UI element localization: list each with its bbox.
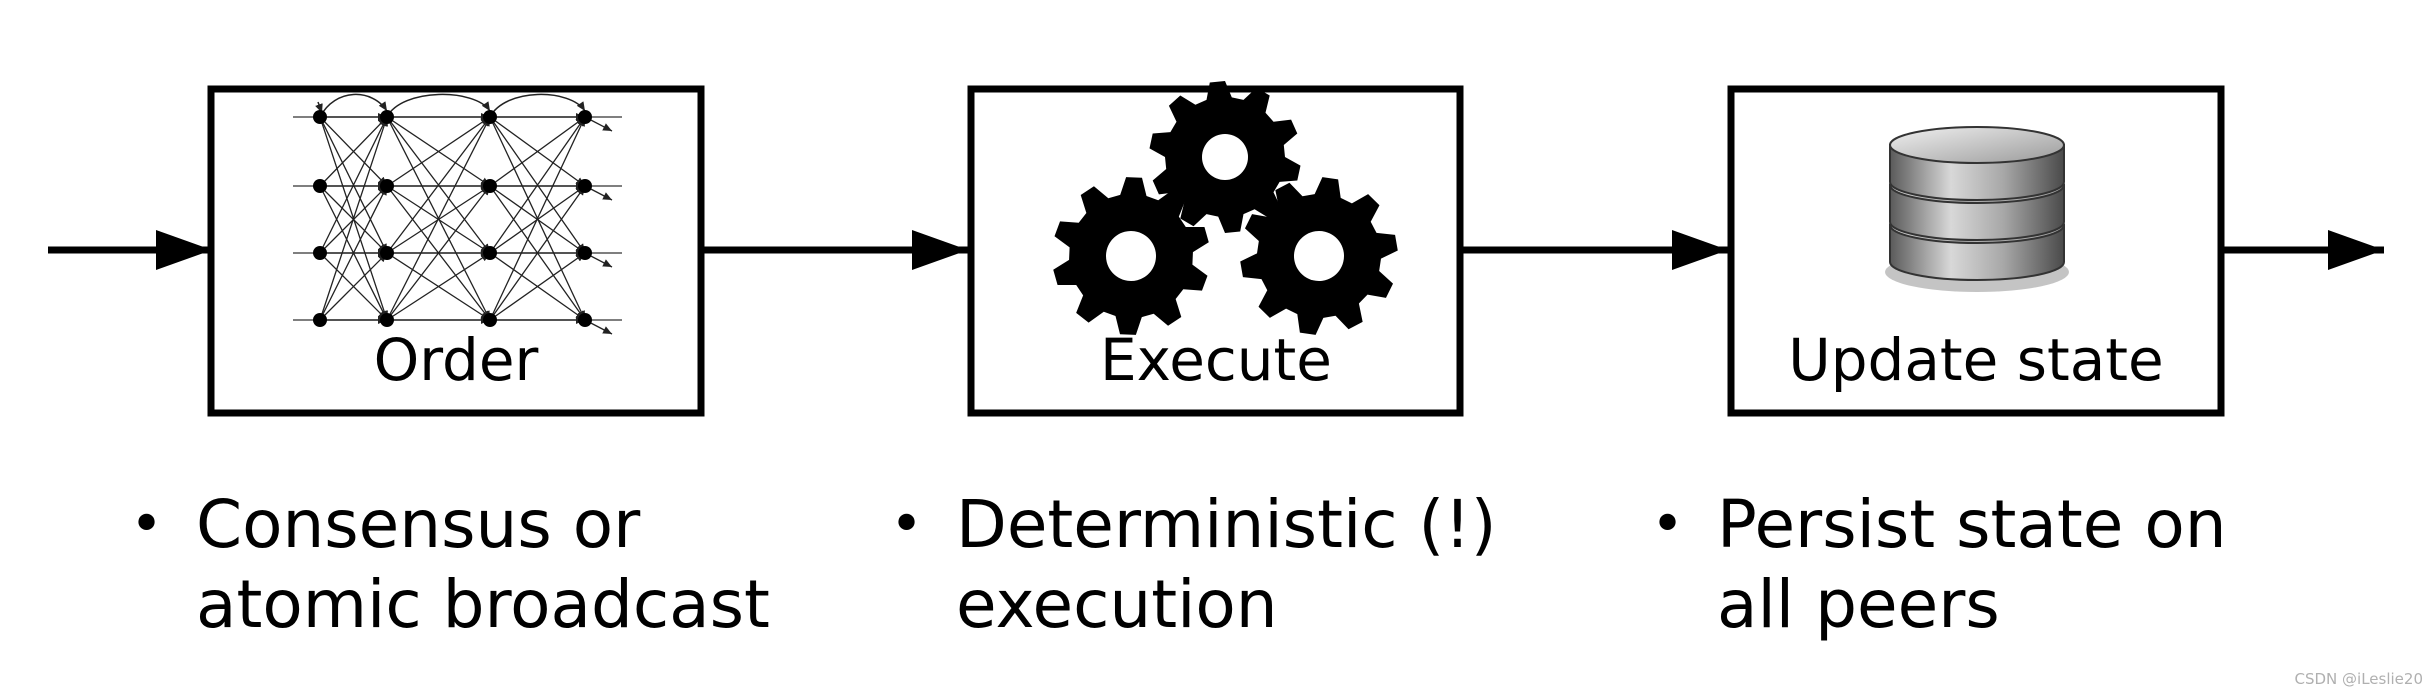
bullet-symbol: • xyxy=(890,492,924,557)
bullet-line: Deterministic (!) xyxy=(956,486,1497,563)
stage-order: Order xyxy=(207,85,705,417)
bullet-symbol: • xyxy=(130,492,164,557)
database-icon xyxy=(1885,126,2069,292)
stage-execute: Execute xyxy=(967,81,1464,417)
gears-icon xyxy=(1053,81,1398,335)
bullet-text: Consensus or atomic broadcast xyxy=(196,485,770,645)
bullet-line: atomic broadcast xyxy=(196,566,770,643)
stage-box xyxy=(207,85,705,417)
bullet-line: Consensus or xyxy=(196,486,641,563)
stage-label: Update state xyxy=(1788,326,2163,394)
stage-label: Execute xyxy=(1100,326,1332,394)
stage-label: Order xyxy=(374,326,539,394)
bullet-line: Persist state on xyxy=(1717,486,2227,563)
stage-update-state: Update state xyxy=(1727,85,2225,417)
bullet-symbol: • xyxy=(1651,492,1685,557)
bullet-line: execution xyxy=(956,566,1278,643)
network-graph-icon xyxy=(293,93,622,335)
bullet-line: all peers xyxy=(1717,566,2000,643)
bullet-text: Persist state on all peers xyxy=(1717,485,2227,645)
watermark: CSDN @iLeslie20 xyxy=(2294,670,2424,688)
bullet-text: Deterministic (!) execution xyxy=(956,485,1497,645)
